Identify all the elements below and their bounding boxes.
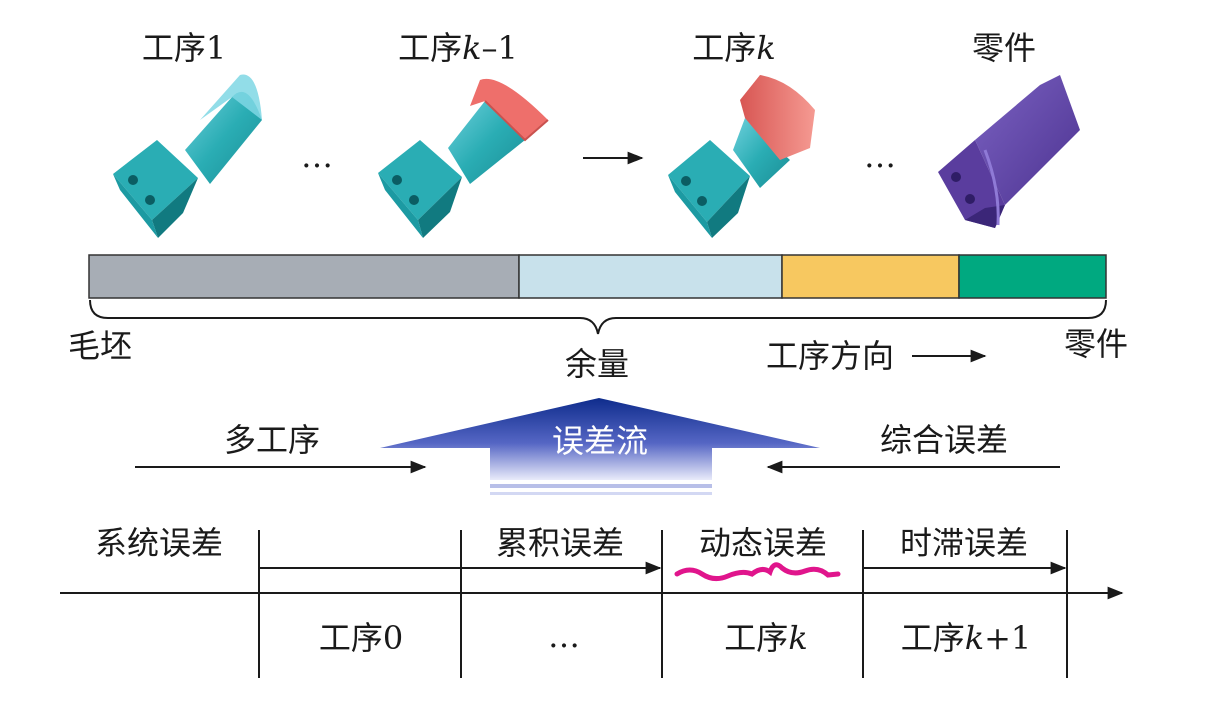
step-0-label: 工序0 bbox=[318, 619, 404, 657]
allowance-label: 余量 bbox=[564, 345, 630, 383]
bar-segment-allowance bbox=[518, 254, 783, 299]
dynamic-error-label: 动态误差 bbox=[698, 524, 828, 562]
step-k-plus-1-prefix: 工序 bbox=[900, 619, 965, 657]
bar-segment-part bbox=[958, 254, 1107, 299]
stage-k-minus-1-prefix: 工序 bbox=[398, 29, 463, 67]
step-k-prefix: 工序 bbox=[724, 619, 789, 657]
error-flow-arrow bbox=[380, 398, 820, 495]
part-final bbox=[938, 75, 1080, 228]
ellipsis-left: … bbox=[301, 137, 333, 175]
process-direction-label: 工序方向 bbox=[766, 337, 895, 375]
multi-process-label: 多工序 bbox=[224, 421, 321, 459]
stage-k-k: k bbox=[756, 29, 776, 67]
part-stage-1 bbox=[113, 74, 262, 238]
lag-error-label: 时滞误差 bbox=[899, 524, 1029, 562]
bar-segment-k bbox=[781, 254, 960, 299]
stage-k-minus-1-k: k bbox=[462, 29, 482, 67]
step-dots-label: … bbox=[548, 617, 580, 655]
stage-final-title: 零件 bbox=[971, 29, 1037, 67]
step-k-k: k bbox=[788, 619, 808, 657]
step-k-label: 工序k bbox=[724, 622, 807, 654]
systematic-error-label: 系统误差 bbox=[95, 524, 224, 562]
part-label: 零件 bbox=[1064, 325, 1129, 363]
stage-1-title: 工序1 bbox=[141, 29, 227, 67]
stage-k-title: 工序k bbox=[692, 32, 775, 64]
error-flow-label: 误差流 bbox=[551, 422, 649, 460]
cumulative-error-label: 累积误差 bbox=[495, 524, 625, 562]
timeline bbox=[60, 530, 1124, 678]
ellipsis-right: … bbox=[864, 137, 896, 175]
stock-bar bbox=[88, 254, 1107, 299]
allowance-brace bbox=[89, 299, 1107, 335]
stage-k-prefix: 工序 bbox=[692, 29, 757, 67]
stage-k-minus-1-title: 工序k–1 bbox=[398, 32, 518, 64]
step-k-plus-1-label: 工序k+1 bbox=[901, 622, 1032, 654]
combined-error-label: 综合误差 bbox=[880, 421, 1009, 459]
step-k-plus-1-k: k bbox=[964, 619, 985, 657]
bar-segment-blank bbox=[88, 254, 520, 299]
step-k-plus-1-suffix: +1 bbox=[984, 619, 1032, 657]
part-stage-k bbox=[668, 75, 815, 238]
part-stage-k-minus-1 bbox=[378, 78, 549, 238]
stage-k-minus-1-suffix: –1 bbox=[481, 29, 518, 67]
blank-label: 毛坯 bbox=[68, 327, 133, 365]
dynamic-error-wave bbox=[674, 562, 841, 582]
